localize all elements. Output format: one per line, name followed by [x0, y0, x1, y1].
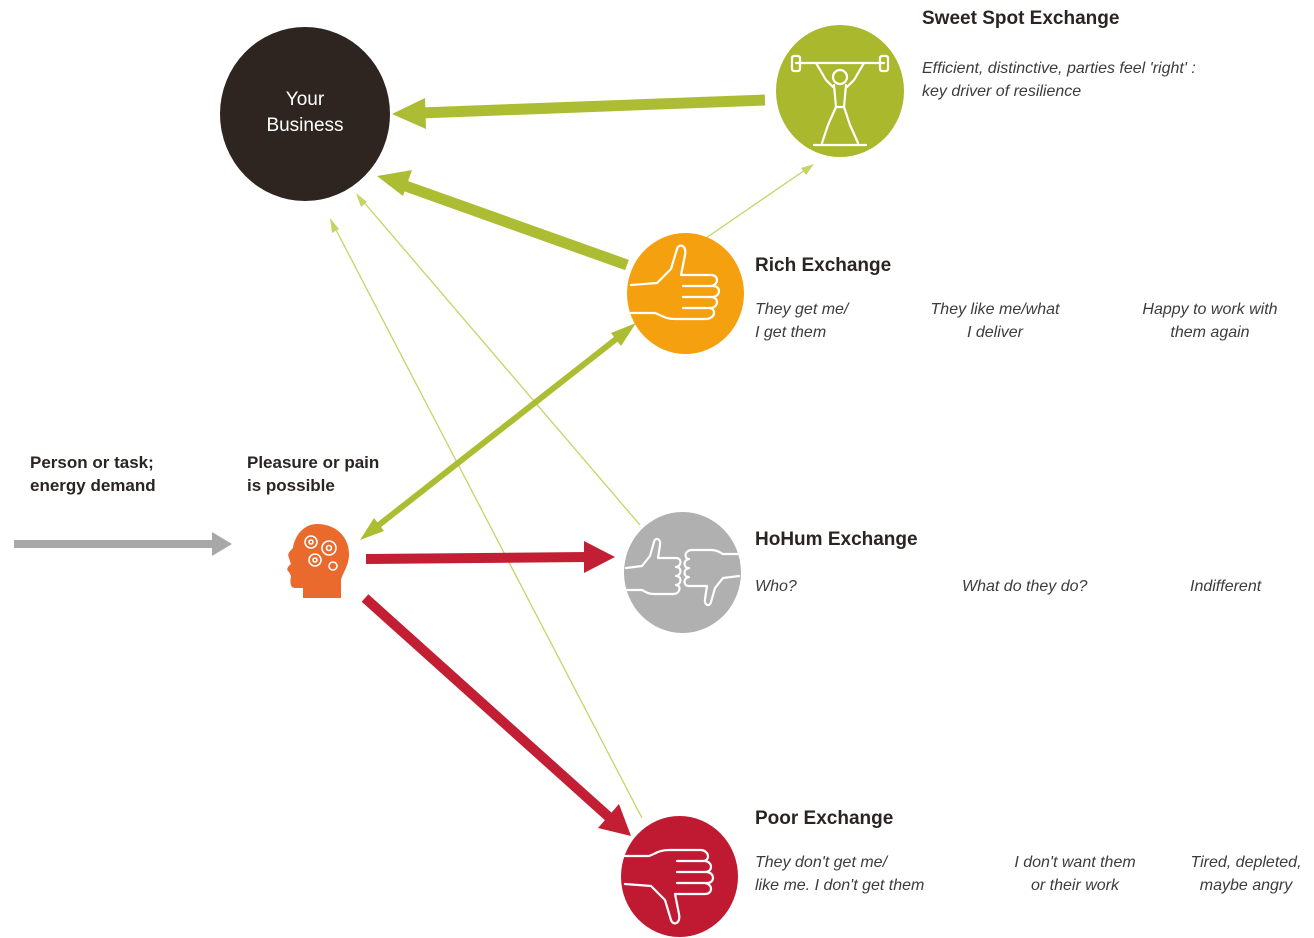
person-rich-arrowhead-to-person: [360, 518, 384, 540]
poor-col1: They don't get me/ like me. I don't get …: [755, 851, 924, 897]
rich-col3-line1: Happy to work with: [1142, 301, 1278, 318]
poor-col3-line1: Tired, depleted,: [1190, 854, 1302, 871]
business-node: Your Business: [220, 27, 390, 201]
poor-col1-line2: like me. I don't get them: [755, 877, 925, 894]
hohum-col1: Who?: [755, 578, 797, 595]
rich-node: [627, 233, 744, 354]
rich-col2-line1: They like me/what: [930, 301, 1060, 318]
hohum-col2: What do they do?: [962, 578, 1088, 595]
sweet-spot-title: Sweet Spot Exchange: [922, 8, 1120, 29]
thumbs-up-icon: [629, 244, 721, 321]
thumbs-sideways-icon: [624, 537, 741, 607]
input-arrow-head: [212, 532, 232, 556]
poor-title: Poor Exchange: [755, 808, 894, 829]
rich-col1: They get me/ I get them: [755, 298, 848, 344]
sweet-spot-to-rich-thin-line: [705, 169, 806, 239]
sweet-spot-to-business-arrowhead: [392, 98, 426, 129]
person-rich-arrowhead-to-rich: [611, 323, 636, 346]
sweet-spot-node: [776, 25, 904, 157]
person-to-hohum-shaft: [365, 552, 589, 564]
rich-col1-line1: They get me/: [755, 301, 849, 318]
poor-col3-line2: maybe angry: [1199, 877, 1293, 894]
rich-col2: They like me/what I deliver: [915, 298, 1075, 344]
input-arrow: [14, 532, 232, 556]
hohum-title: HoHum Exchange: [755, 529, 918, 550]
sweet-spot-description: Efficient, distinctive, parties feel 'ri…: [922, 57, 1196, 103]
business-label-line1: Your: [285, 89, 325, 110]
person-label-line1: Pleasure or pain: [247, 453, 380, 472]
rich-col3: Happy to work with them again: [1120, 298, 1300, 344]
sweet-spot-thin-arrowhead: [801, 164, 814, 175]
business-label: Your Business: [220, 87, 390, 139]
weightlifter-icon: [790, 54, 890, 147]
person-rich-double-shaft: [373, 333, 622, 531]
business-label-line2: Business: [266, 115, 344, 136]
sweet-spot-to-business-shaft: [419, 94, 766, 119]
poor-col2-line2: or their work: [1030, 877, 1120, 894]
input-label-line1: Person or task;: [30, 453, 154, 472]
poor-node: [621, 816, 738, 937]
rich-title: Rich Exchange: [755, 255, 892, 276]
input-label: Person or task; energy demand: [30, 451, 156, 497]
poor-col3: Tired, depleted, maybe angry: [1178, 851, 1314, 897]
poor-col2-line1: I don't want them: [1014, 854, 1136, 871]
person-to-poor-shaft: [361, 594, 614, 822]
input-label-line2: energy demand: [30, 476, 156, 495]
poor-col2: I don't want them or their work: [995, 851, 1155, 897]
person-to-hohum-arrowhead: [584, 541, 615, 573]
person-to-poor-arrowhead: [598, 804, 631, 836]
sweet-spot-desc-line1: Efficient, distinctive, parties feel 'ri…: [922, 60, 1196, 77]
poor-col1-line1: They don't get me/: [755, 854, 888, 871]
hohum-col3: Indifferent: [1190, 578, 1262, 595]
rich-col2-line2: I deliver: [966, 324, 1024, 341]
rich-to-business-shaft: [398, 178, 629, 271]
hohum-to-business-thin-line: [361, 199, 641, 526]
thin-connectors: [330, 164, 814, 819]
head-with-gears-icon: [287, 524, 349, 598]
hohum-node: [624, 512, 741, 633]
person-label-line2: is possible: [247, 476, 335, 495]
thumbs-down-icon: [623, 848, 715, 925]
rich-to-business-arrowhead: [377, 170, 412, 196]
rich-col3-line2: them again: [1170, 324, 1250, 341]
hohum-thin-arrowhead: [356, 193, 367, 207]
rich-col1-line2: I get them: [755, 324, 827, 341]
poor-to-business-thin-line: [333, 225, 643, 819]
negative-arrows: [361, 541, 631, 836]
poor-thin-arrowhead: [330, 218, 339, 233]
positive-arrows: [360, 94, 766, 540]
sweet-spot-desc-line2: key driver of resilience: [922, 83, 1082, 100]
person-label: Pleasure or pain is possible: [247, 451, 379, 497]
